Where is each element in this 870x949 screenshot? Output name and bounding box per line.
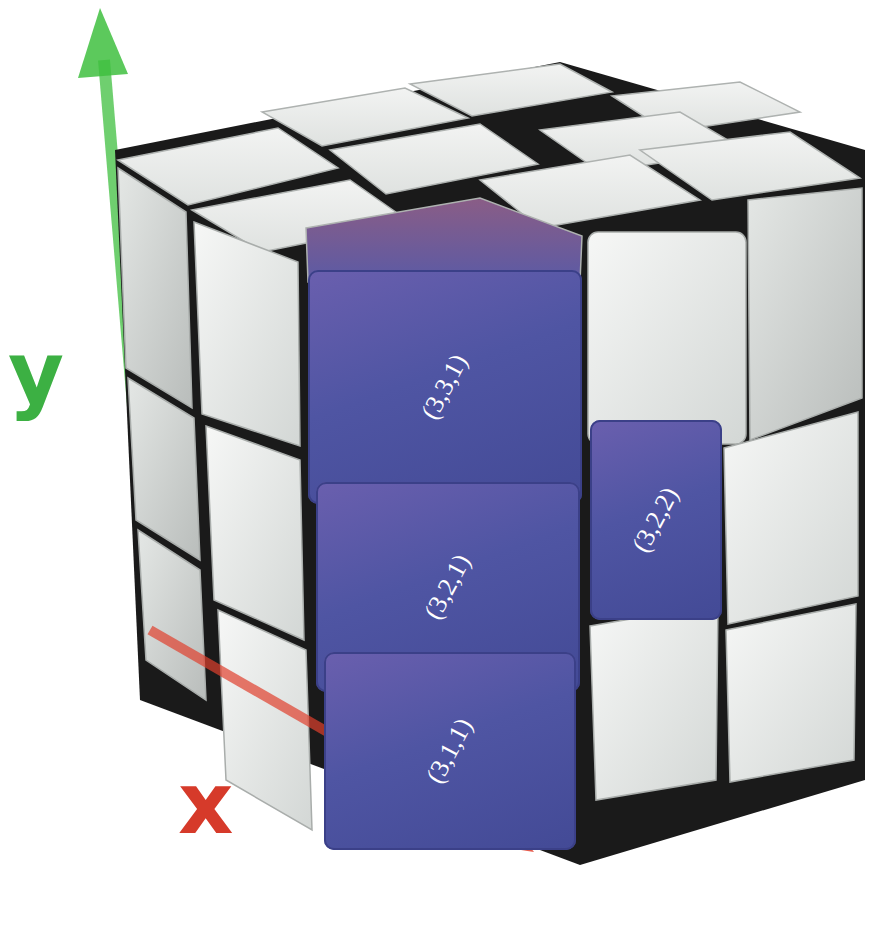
cube-face: (3,1,1) — [324, 652, 576, 850]
cube-coordinate: (3,1,1) — [420, 713, 479, 788]
cube-coordinate: (3,3,1) — [415, 349, 474, 424]
cube-gaps — [115, 62, 865, 865]
cube-face: (3,3,1) — [308, 270, 582, 504]
axis-label: y — [8, 330, 64, 416]
cube-coordinate: (3,2,1) — [418, 549, 477, 624]
cube-coordinate: (3,2,2) — [626, 482, 685, 557]
cube-face: (3,2,2) — [590, 420, 722, 620]
axis-label: x — [178, 760, 233, 846]
